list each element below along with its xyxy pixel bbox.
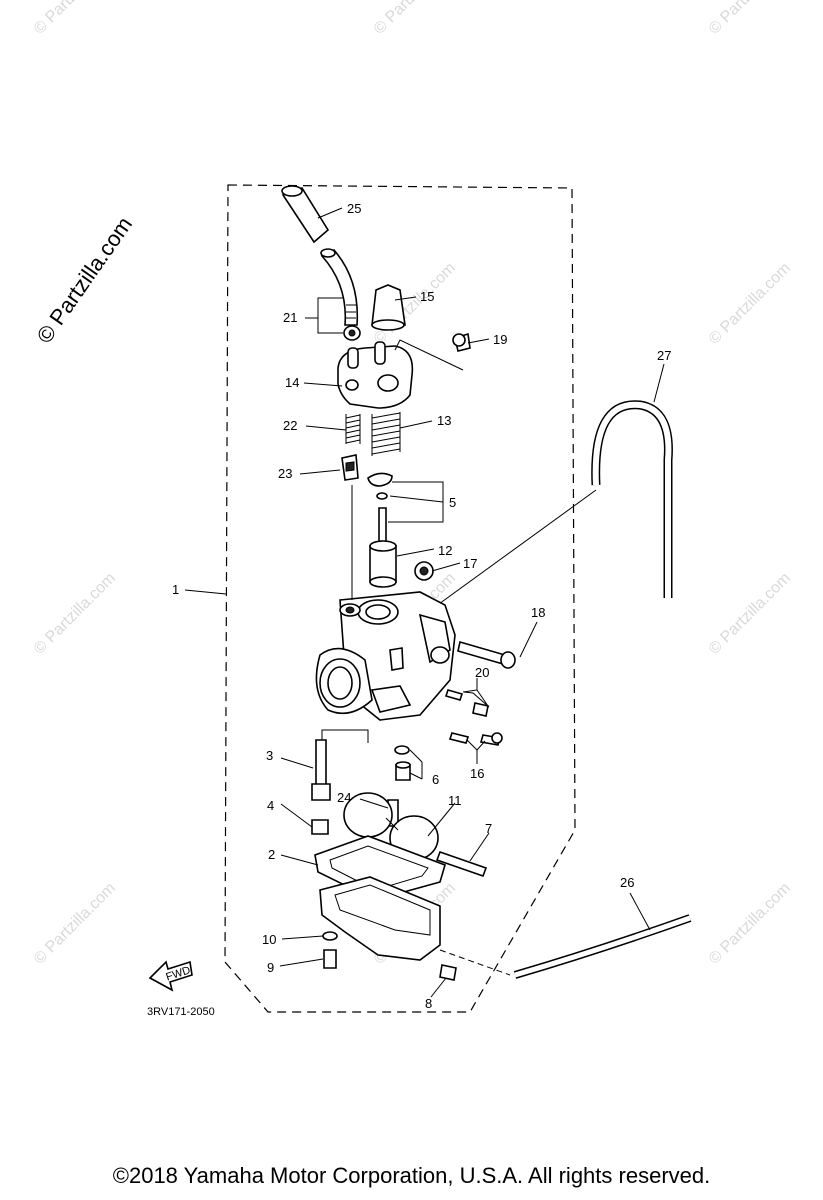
watermark-main: © Partzilla.com (32, 212, 138, 348)
watermark-tile: © Partzilla.com (706, 880, 794, 968)
part-27-hose (409, 400, 673, 626)
callout-10: 10 (262, 932, 276, 947)
callout-7: 7 (485, 821, 492, 836)
callout-26: 26 (620, 875, 634, 890)
drawing-code: 3RV171-2050 (147, 1006, 215, 1018)
copyright-notice: ©2018 Yamaha Motor Corporation, U.S.A. A… (112, 1163, 711, 1188)
callout-5: 5 (449, 495, 456, 510)
float-chamber (319, 876, 441, 961)
fwd-arrow-icon: FWD (148, 960, 193, 992)
leader-lines (184, 207, 665, 998)
callout-13: 13 (437, 413, 451, 428)
part-23-clip (341, 454, 359, 481)
part-14-top-cover (337, 339, 464, 409)
watermark-tile: © Partzilla.com (706, 260, 794, 348)
callout-3: 3 (266, 748, 273, 763)
part-25-cap (281, 185, 330, 244)
callout-15: 15 (420, 289, 434, 304)
part-21-pipe (320, 248, 361, 341)
part-22-spring (345, 414, 361, 444)
part-7-pin (435, 850, 488, 878)
watermark-tile: © Partzilla.com (31, 0, 119, 38)
callout-14: 14 (285, 375, 299, 390)
part-3-nozzle (311, 739, 331, 801)
callout-2: 2 (268, 847, 275, 862)
part-4-main-jet (311, 819, 329, 835)
part-9-screw (323, 949, 337, 969)
callout-4: 4 (267, 798, 274, 813)
callout-22: 22 (283, 418, 297, 433)
part-15-cover (371, 284, 406, 331)
part-5-clip (367, 472, 393, 500)
callout-21: 21 (283, 310, 297, 325)
callout-8: 8 (425, 996, 432, 1011)
watermark-tile: © Partzilla.com (706, 570, 794, 658)
part-19-screw (452, 332, 471, 352)
callout-1: 1 (172, 582, 179, 597)
part-12-throttle-valve (369, 540, 397, 588)
callout-25: 25 (347, 201, 361, 216)
part-13-spring (371, 412, 401, 456)
callout-labels: 25 15 21 19 27 14 22 13 23 5 12 17 1 18 … (172, 201, 671, 1011)
callout-27: 27 (657, 348, 671, 363)
part-10-washer (322, 931, 338, 941)
callout-6: 6 (432, 772, 439, 787)
watermark-tile: © Partzilla.com (371, 0, 459, 38)
callout-16: 16 (470, 766, 484, 781)
part-5-needle (378, 507, 387, 543)
watermark-tile: © Partzilla.com (31, 570, 119, 658)
callout-23: 23 (278, 466, 292, 481)
part-18-screw (457, 640, 516, 669)
callout-19: 19 (493, 332, 507, 347)
callout-17: 17 (463, 556, 477, 571)
callout-12: 12 (438, 543, 452, 558)
part-26-hose (439, 914, 692, 979)
part-8-screw (439, 964, 457, 981)
watermark-tile: © Partzilla.com (31, 880, 119, 968)
part-17-cap (414, 561, 434, 581)
part-20-screw-set (444, 689, 490, 717)
watermark-tile: © Partzilla.com (706, 0, 794, 38)
part-1-carburetor-body (315, 591, 456, 721)
callout-20: 20 (475, 665, 489, 680)
part-16-screw-set (448, 732, 503, 746)
callout-9: 9 (267, 960, 274, 975)
callout-11: 11 (448, 793, 462, 808)
part-6-jet (394, 745, 411, 781)
fwd-label: FWD (164, 964, 192, 983)
callout-18: 18 (531, 605, 545, 620)
callout-24: 24 (337, 790, 351, 805)
